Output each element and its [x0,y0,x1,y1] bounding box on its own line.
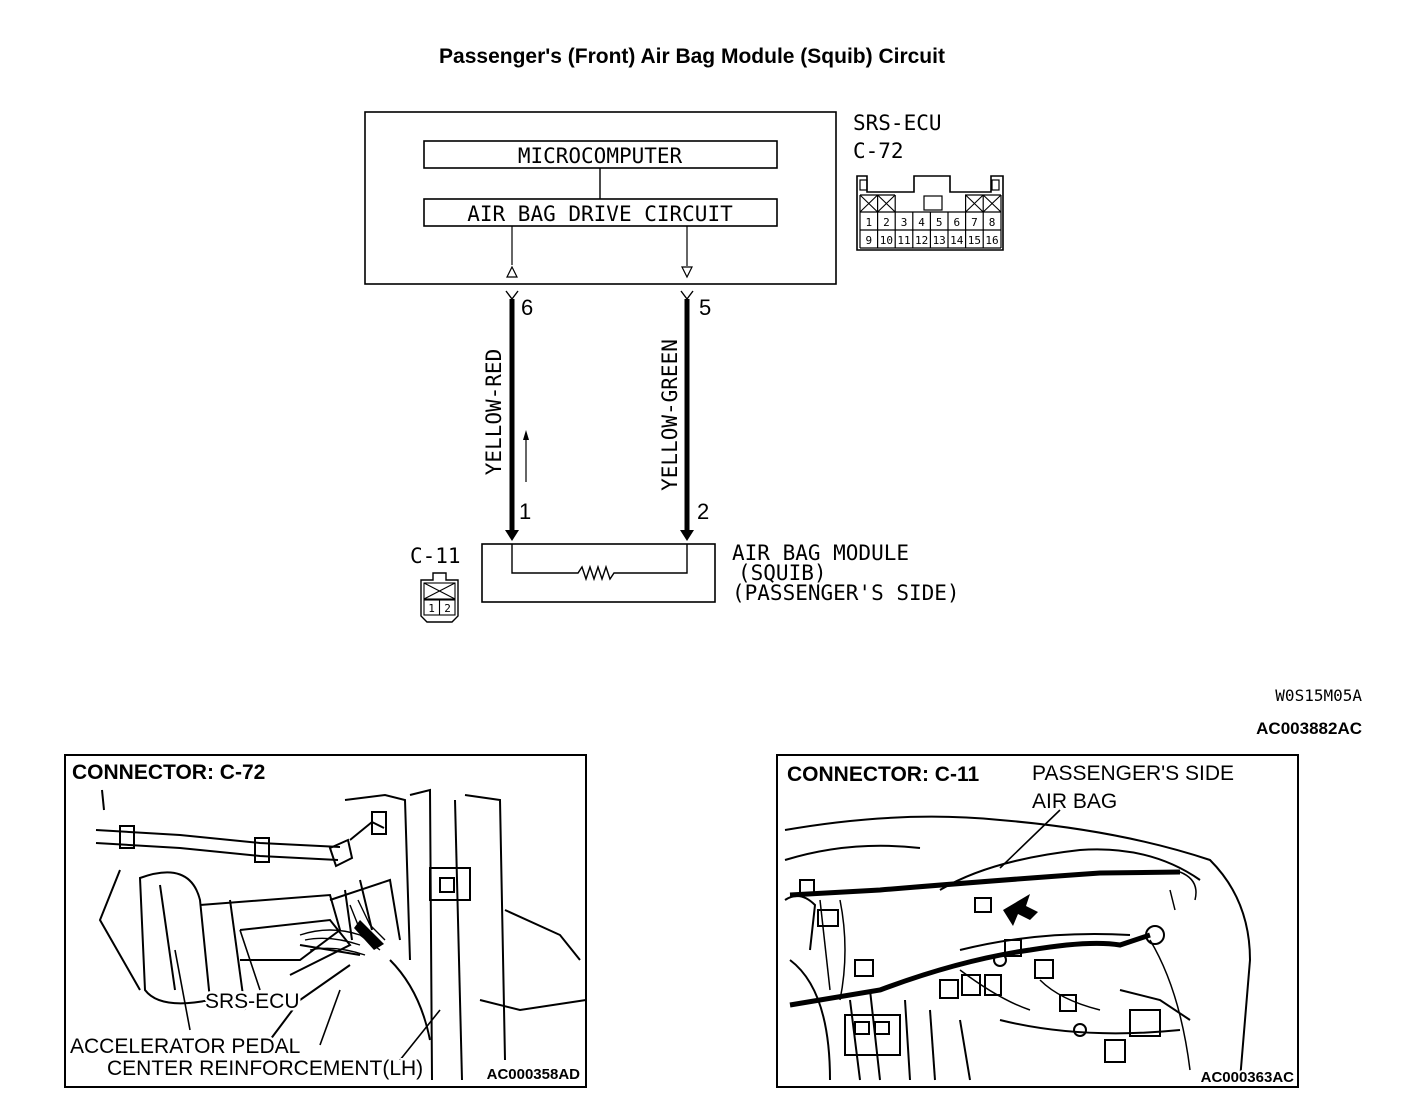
squib-resistor [511,544,688,582]
ecu-pin-right: 5 [699,295,711,320]
c72-photo-code: AC000358AD [487,1066,581,1083]
photo-panel-c11 [776,754,1299,1088]
c72-pin: 5 [936,216,943,229]
wire-yellow-red [505,290,519,541]
srs-ecu-box [364,111,837,285]
wire-color-right: YELLOW-GREEN [658,339,682,491]
c11-heading-bg [782,760,1007,784]
air-bag-module-box [481,543,716,603]
c11-pin: 1 [428,602,435,615]
c72-pin: 7 [971,216,978,229]
c72-pin: 3 [901,216,908,229]
wire-yellow-green [680,290,694,541]
module-name-line3: (PASSENGER'S SIDE) [732,581,960,605]
label-center-reinforcement: CENTER REINFORCEMENT(LH) [107,1057,423,1080]
wire-color-left: YELLOW-RED [482,349,506,475]
c72-pin: 4 [918,216,925,229]
figure-code: AC003882AC [1256,719,1362,738]
c72-pin: 10 [880,234,893,247]
c72-pin: 14 [950,234,964,247]
ecu-connector-id: C-72 [853,139,904,163]
c11-connector-face [420,572,459,623]
c11-pin: 2 [444,602,451,615]
ecu-pin-left: 6 [521,295,533,320]
module-pin-right: 2 [697,499,709,524]
diagram-code: W0S15M05A [1275,686,1362,705]
photo-panel-c72 [64,754,587,1088]
terminal-right-symbol [681,266,693,279]
module-pin-left: 1 [519,499,531,524]
label-passengers-side: PASSENGER'S SIDE [1032,762,1234,785]
airbag-leader-line [999,809,1061,869]
label-srs-ecu: SRS-ECU [205,990,300,1013]
label-air-bag: AIR BAG [1032,790,1117,813]
c72-pin: 1 [865,216,872,229]
c72-pin: 15 [968,234,981,247]
drive-circuit-block [423,198,778,227]
c72-pin: 16 [985,234,998,247]
module-name-line1: AIR BAG MODULE [732,541,909,565]
microcomputer-label: MICROCOMPUTER [518,144,683,168]
c72-connector-face [856,175,1004,251]
c72-pin: 13 [933,234,946,247]
c72-pin: 6 [953,216,960,229]
c72-heading-bg [70,760,296,784]
c72-pin: 9 [865,234,872,247]
c72-pin: 2 [883,216,890,229]
module-name-line2: (SQUIB) [738,561,827,585]
c11-heading: CONNECTOR: C-11 [787,763,979,786]
c72-pin: 11 [897,234,910,247]
c72-pointer-arrow [354,920,384,950]
page-title: Passenger's (Front) Air Bag Module (Squi… [439,45,945,68]
c11-pointer-arrow [1003,894,1038,926]
ecu-name: SRS-ECU [853,111,942,135]
drive-circuit-label: AIR BAG DRIVE CIRCUIT [467,202,733,226]
c72-heading: CONNECTOR: C-72 [72,761,265,784]
label-accelerator-pedal: ACCELERATOR PEDAL [70,1035,300,1058]
c72-pin: 12 [915,234,928,247]
terminal-left-symbol [506,265,518,278]
c72-pin: 8 [989,216,996,229]
c11-photo-code: AC000363AC [1201,1069,1295,1086]
module-connector-id: C-11 [410,544,461,568]
current-direction-arrow [523,430,529,482]
